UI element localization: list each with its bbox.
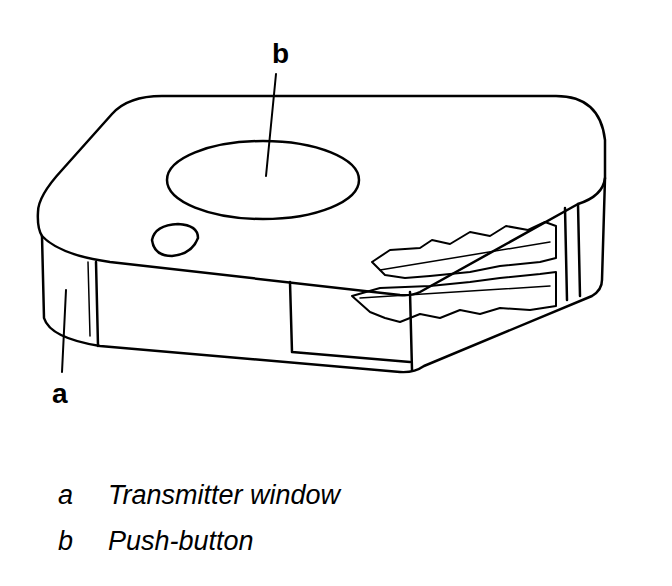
- leader-line: [266, 74, 276, 176]
- key-letter: b: [58, 528, 73, 555]
- callout-letter: a: [52, 380, 68, 408]
- push-button: [167, 141, 359, 219]
- key-text: Transmitter window: [108, 482, 340, 509]
- key-slot: [565, 204, 580, 300]
- fob-top-face: [38, 96, 605, 295]
- key-text: Push-button: [108, 528, 254, 555]
- transmitter-window-edge: [96, 262, 98, 346]
- fob-nub: [152, 224, 198, 256]
- key-blade: [372, 222, 556, 278]
- key-letter: a: [58, 482, 73, 509]
- key-groove: [360, 242, 550, 298]
- transmitter-window-edge: [88, 262, 90, 336]
- callout-letter: b: [272, 40, 289, 68]
- leader-line: [62, 290, 66, 372]
